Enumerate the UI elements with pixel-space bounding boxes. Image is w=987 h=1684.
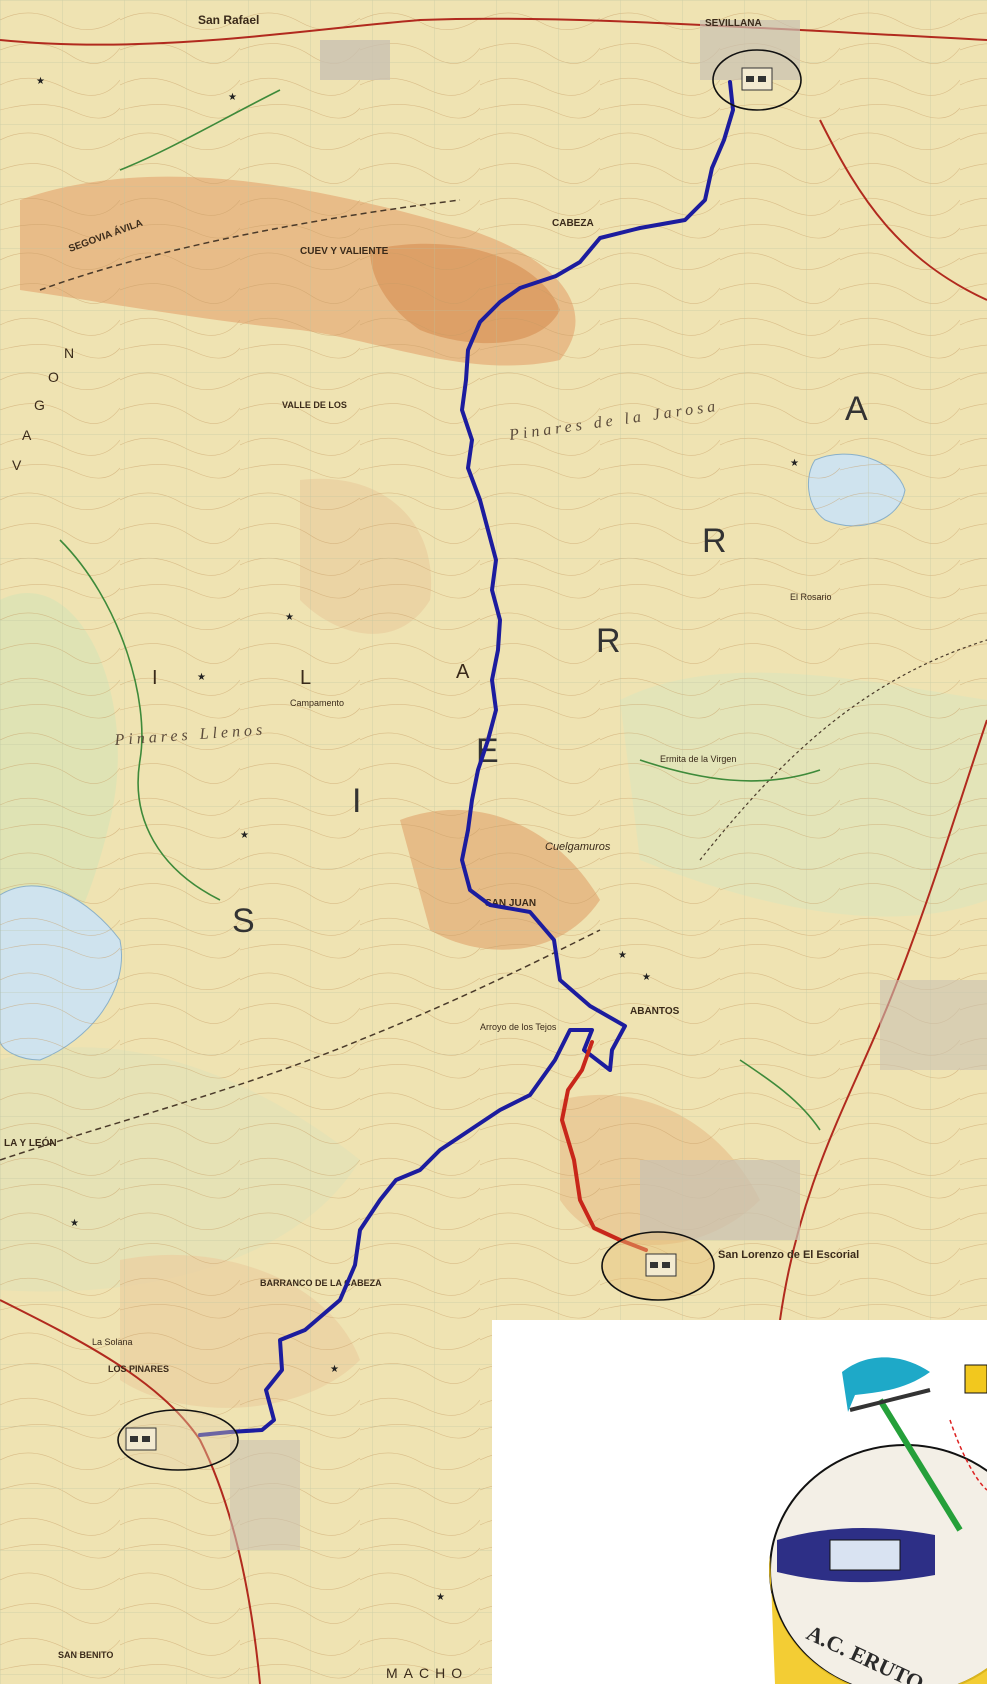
label-cuelgamuros: Cuelgamuros: [545, 841, 611, 853]
ial-letter-l: L: [300, 667, 311, 689]
svg-text:★: ★: [642, 972, 651, 983]
valle-letter-g: G: [34, 397, 45, 413]
label-campamento: Campamento: [290, 698, 344, 708]
label-el-rosario: El Rosario: [790, 592, 832, 602]
region-letter-r2: R: [702, 522, 729, 560]
label-ermita: Ermita de la Virgen: [660, 754, 736, 764]
label-macho: MACHO: [386, 1665, 468, 1681]
valle-letter-a: A: [22, 427, 32, 443]
club-logo: A.C. ERUTO: [769, 1357, 987, 1684]
svg-text:★: ★: [70, 1218, 79, 1229]
label-la-solana: La Solana: [92, 1337, 133, 1347]
svg-text:★: ★: [228, 92, 237, 103]
peak-markers: ★ ★ ★ ★ ★ ★ ★ ★ ★ ★ ★: [36, 76, 799, 1603]
label-cuev-valiente: CUEV Y VALIENTE: [300, 246, 389, 257]
ial-letter-a: A: [456, 661, 470, 683]
main-route: [198, 80, 735, 1437]
label-arroyo: Arroyo de los Tejos: [480, 1022, 557, 1032]
region-letter-a: A: [845, 390, 870, 428]
label-san-lorenzo: San Lorenzo de El Escorial: [718, 1249, 859, 1261]
region-letter-i: I: [352, 782, 363, 820]
valle-letter-v: V: [12, 457, 22, 473]
label-san-rafael: San Rafael: [198, 13, 259, 27]
label-los-pinares: LOS PINARES: [108, 1364, 169, 1374]
label-san-juan: SAN JUAN: [485, 898, 536, 909]
label-abantos: ABANTOS: [630, 1006, 680, 1017]
region-letter-r1: R: [596, 622, 623, 660]
svg-text:★: ★: [36, 76, 45, 87]
valle-letter-o: O: [48, 369, 59, 385]
alternate-route: [560, 1040, 648, 1252]
start-refuge-marker: [712, 49, 802, 111]
svg-text:★: ★: [618, 950, 627, 961]
alt-refuge-marker: [117, 1409, 239, 1471]
label-castilla-leon: LA Y LEÓN: [4, 1136, 57, 1149]
end-refuge-marker: [601, 1231, 715, 1301]
svg-text:★: ★: [197, 672, 206, 683]
valle-letter-n: N: [64, 345, 74, 361]
label-barranco: BARRANCO DE LA CABEZA: [260, 1278, 382, 1288]
ial-letter-i: I: [152, 667, 158, 689]
region-letter-s: S: [232, 902, 257, 940]
svg-text:★: ★: [436, 1592, 445, 1603]
label-san-benito: SAN BENITO: [58, 1650, 113, 1660]
svg-text:★: ★: [330, 1364, 339, 1375]
svg-text:★: ★: [285, 612, 294, 623]
label-sevillana: SEVILLANA: [705, 18, 762, 29]
label-cabeza: CABEZA: [552, 218, 594, 229]
svg-text:★: ★: [790, 458, 799, 469]
svg-text:★: ★: [240, 830, 249, 841]
label-valle-lobos: VALLE DE LOS: [282, 400, 347, 410]
